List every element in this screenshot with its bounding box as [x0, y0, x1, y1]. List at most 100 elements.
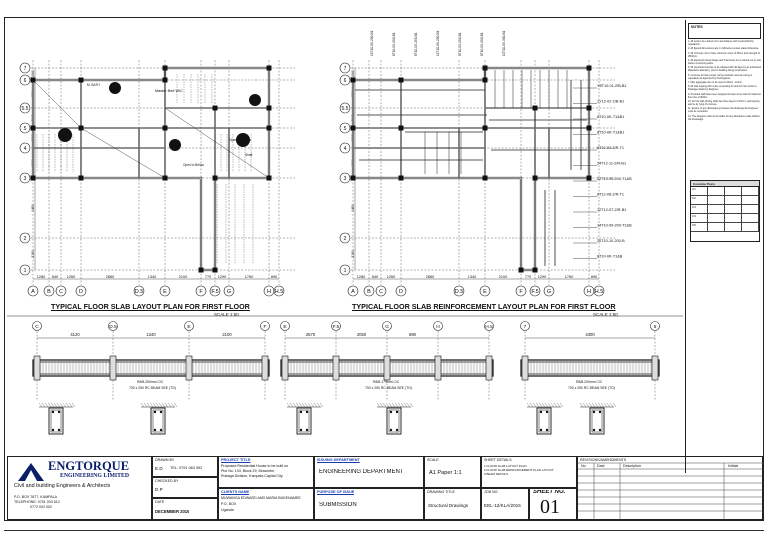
notes-header: NOTES: [691, 25, 703, 29]
date-cell: DATE DECEMBER 2015: [152, 498, 218, 520]
slab-hatch: [53, 402, 58, 408]
axis-label: C: [59, 289, 63, 295]
column: [398, 77, 404, 83]
slab-hatch: [612, 402, 617, 408]
column: [162, 77, 168, 83]
column: [30, 125, 36, 131]
axis-label: C: [35, 324, 39, 330]
checked-label: CHECKED BY: [155, 479, 179, 483]
axis-bubble: [339, 74, 351, 86]
purpose-label: PURPOSE OF ISSUE: [317, 490, 355, 494]
slab-hatch: [382, 402, 387, 408]
axis-label: F: [264, 324, 267, 330]
axis-bubble: [159, 285, 171, 297]
axis-label: 6: [344, 78, 347, 84]
axis-label: F.5: [211, 289, 218, 295]
slab-hatch: [65, 402, 70, 408]
slab-hatch: [379, 402, 384, 408]
beam-section: [386, 407, 402, 435]
slab-hatch: [553, 402, 558, 408]
column: [532, 105, 538, 111]
right-plan-scale: SCALE 1:50: [593, 312, 618, 317]
axis-label: H.5: [595, 289, 604, 295]
axis-bubble: [32, 321, 42, 331]
axis-label: G: [227, 289, 231, 295]
slab-hatch: [155, 402, 160, 408]
axis-label: 5.5: [342, 106, 349, 112]
date-label: DATE: [155, 500, 165, 504]
table-row: C1: [691, 187, 759, 196]
sheet-details-cell: SHEET DETAILS 1 FLOOR SLAB LAYOUT PLAN 2…: [481, 456, 577, 488]
axis-label: G: [547, 289, 551, 295]
dimension-label: 1290: [538, 275, 546, 279]
slab-hatch: [319, 402, 324, 408]
axis-bubble: [395, 285, 407, 297]
note-item: 9. Provided slab have been designed to h…: [688, 92, 761, 99]
axis-label: 5: [344, 126, 347, 132]
section-bar: [305, 410, 309, 414]
table-cell: [725, 214, 742, 222]
slab-hatch: [538, 402, 543, 408]
dimension-label: 2190: [351, 250, 355, 258]
note-item: 1. All work to be carried out in accorda…: [688, 40, 754, 46]
reinforcement-label: 8T12-02-2/R-T1: [597, 146, 624, 150]
slab-hatch: [409, 402, 414, 408]
span-line: [164, 107, 270, 179]
dimension-label: 2100: [499, 275, 507, 279]
slab-hatch: [44, 402, 49, 408]
slab-outline-inner: [352, 67, 590, 271]
axis-bubble: [19, 74, 31, 86]
slab-hatch: [292, 402, 297, 408]
axis-bubble: [453, 285, 465, 297]
project-line3: Rubaga Division, Kampala Capital City: [221, 474, 283, 478]
revisions-cell: REVISIONS/AMENDMENTS No Date Description…: [577, 456, 764, 521]
axis-bubble: [184, 321, 194, 331]
column: [212, 105, 218, 111]
section-bar: [545, 428, 549, 432]
dimension-label: 1280: [357, 275, 365, 279]
slab-hatch: [591, 402, 596, 408]
table-cell: [742, 214, 759, 222]
drawn-tel: TEL: 0791 063 952: [170, 466, 203, 470]
slab-hatch: [289, 402, 294, 408]
axis-label: D: [399, 289, 403, 295]
revisions-grid: [578, 462, 764, 521]
dimension-label: 1260: [67, 275, 75, 279]
dimension-label: 1340: [148, 275, 156, 279]
column: [350, 175, 356, 181]
dimension-label: 1260: [387, 275, 395, 279]
note-item: 4. All approved mixed design and Trial m…: [688, 59, 761, 65]
axis-bubble: [43, 285, 55, 297]
slab-hatch: [588, 402, 593, 408]
table-cell: C2: [691, 196, 708, 204]
slab-hatch: [388, 402, 393, 408]
job-number: EEL-12/KLA/2015: [484, 503, 521, 508]
section-stirrup: [298, 409, 310, 433]
dimension-label: 640: [372, 275, 378, 279]
department: ENGINEERING DEPARTMENT: [319, 469, 404, 475]
section-bar: [305, 428, 309, 432]
slab-outline: [31, 66, 271, 272]
axis-label: 4: [24, 146, 27, 152]
void-circle: [249, 94, 261, 106]
reinforcement-label: 8T10-0K-T1&B1: [597, 131, 624, 135]
slab-outline: [351, 66, 591, 272]
notes-panel: NOTES 1. All work to be carried out in a…: [685, 20, 763, 473]
support-column: [485, 355, 493, 381]
notes-header-box: NOTES: [688, 23, 761, 39]
section-bar: [395, 410, 399, 414]
note-item: 6. Concrete to have proper curing method…: [688, 73, 753, 80]
slab-hatch: [152, 402, 157, 408]
reinforcement-label: 24T12-11-2/R-B1: [597, 162, 626, 166]
void-circle: [109, 82, 121, 94]
slab-hatch: [547, 402, 552, 408]
department-label: ISSUING DEPARTMENT: [317, 458, 360, 462]
dimension-label: 1060: [31, 70, 35, 78]
axis-label: C: [379, 289, 383, 295]
slab-hatch: [603, 402, 608, 408]
company-subname: ENGINEERING LIMITED: [60, 473, 130, 479]
slab-hatch: [38, 402, 43, 408]
room-label: Open to Below: [183, 163, 205, 167]
